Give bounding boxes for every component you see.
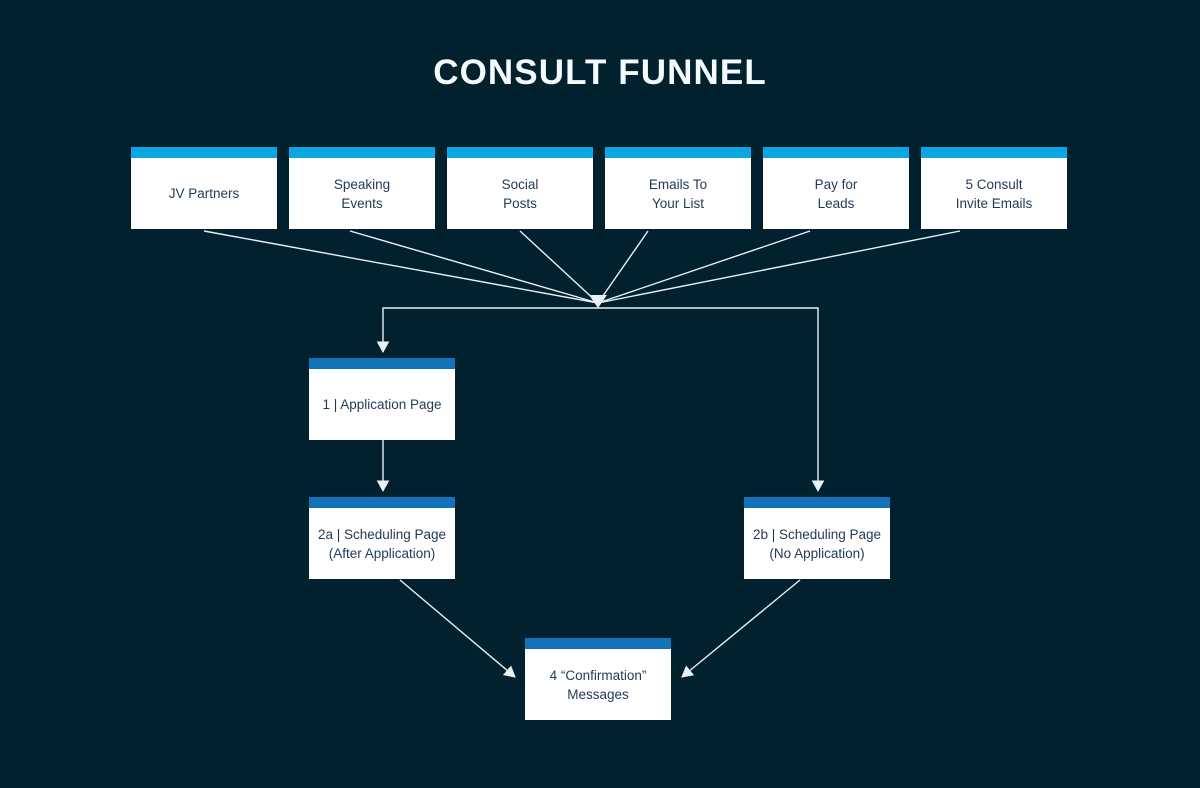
node-emails-to-your-list[interactable]: Emails To Your List [605, 147, 751, 229]
node-consult-invite-emails[interactable]: 5 Consult Invite Emails [921, 147, 1067, 229]
edge-scheduling-no-app-to-confirmation [681, 579, 801, 678]
node-jv-partners[interactable]: JV Partners [131, 147, 277, 229]
node-label: Speaking Events [333, 176, 391, 211]
edge-jv-partners-to-merge [203, 230, 599, 304]
edge-emails-list-to-merge [597, 230, 649, 304]
edge-pay-leads-to-merge [597, 230, 811, 304]
edge-bus-to-scheduling-no-app [598, 307, 825, 493]
page-title: CONSULT FUNNEL [433, 53, 767, 92]
merge-arrowhead [589, 295, 607, 308]
node-pay-for-leads[interactable]: Pay for Leads [763, 147, 909, 229]
edge-scheduling-after-to-confirmation [399, 579, 516, 678]
node-accent-bar [447, 147, 593, 158]
node-accent-bar [744, 497, 890, 508]
node-label: Social Posts [501, 176, 539, 211]
node-speaking-events[interactable]: Speaking Events [289, 147, 435, 229]
node-label: Pay for Leads [814, 176, 858, 211]
node-accent-bar [605, 147, 751, 158]
node-label: Emails To Your List [648, 176, 708, 211]
node-accent-bar [131, 147, 277, 158]
node-accent-bar [525, 638, 671, 649]
node-scheduling-page-no-application[interactable]: 2b | Scheduling Page (No Application) [744, 497, 890, 579]
node-label: 2b | Scheduling Page (No Application) [752, 526, 882, 561]
node-label: JV Partners [168, 186, 240, 201]
edge-speaking-to-merge [349, 230, 599, 304]
edge-invite-emails-to-merge [597, 230, 961, 304]
node-accent-bar [309, 497, 455, 508]
node-label: 5 Consult Invite Emails [955, 176, 1033, 211]
edge-social-to-merge [519, 230, 599, 304]
node-scheduling-page-after-application[interactable]: 2a | Scheduling Page (After Application) [309, 497, 455, 579]
node-confirmation-messages[interactable]: 4 “Confirmation” Messages [525, 638, 671, 720]
node-accent-bar [763, 147, 909, 158]
node-accent-bar [309, 358, 455, 369]
edge-bus-to-application [376, 307, 598, 354]
node-application-page[interactable]: 1 | Application Page [309, 358, 455, 440]
node-label: 2a | Scheduling Page (After Application) [317, 526, 447, 561]
node-label: 4 “Confirmation” Messages [549, 667, 647, 702]
node-accent-bar [921, 147, 1067, 158]
node-label: 1 | Application Page [322, 397, 442, 412]
node-accent-bar [289, 147, 435, 158]
node-social-posts[interactable]: Social Posts [447, 147, 593, 229]
